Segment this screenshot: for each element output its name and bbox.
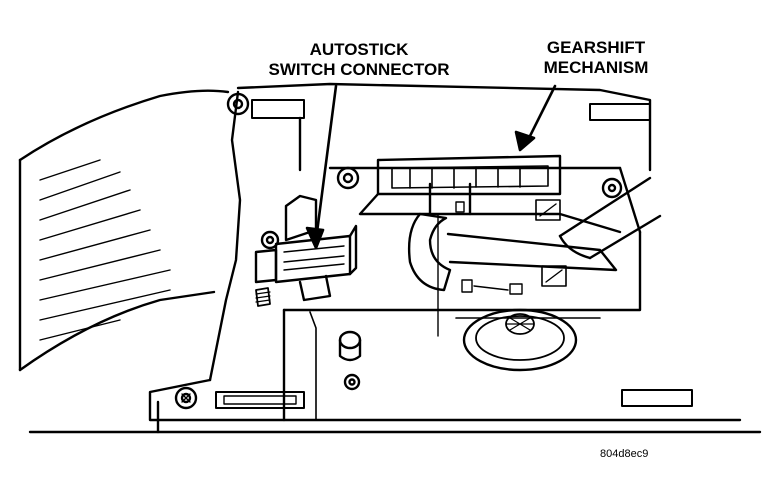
console-body — [28, 82, 762, 434]
console-lower-features — [174, 311, 693, 421]
autostick-connector — [254, 194, 358, 307]
autostick-label-line1: AUTOSTICK — [309, 40, 409, 59]
gearshift-label-line1: GEARSHIFT — [546, 38, 646, 57]
autostick-arrowhead — [305, 226, 325, 250]
autostick-leader-line — [314, 84, 338, 242]
console-top-features — [226, 92, 651, 199]
gearshift-label-line2: MECHANISM — [543, 58, 649, 77]
autostick-label-line2: SWITCH CONNECTOR — [268, 60, 450, 79]
figure-id: 804d8ec9 — [600, 448, 649, 460]
autostick-switch-connector-label: AUTOSTICK SWITCH CONNECTOR — [246, 40, 472, 80]
gearshift-leader-line — [526, 84, 557, 142]
gearshift-arrowhead — [514, 130, 536, 152]
leader-arrows — [305, 84, 557, 250]
left-carpet-trim — [18, 89, 230, 372]
gearshift-mechanism — [358, 154, 662, 337]
shifter-base — [455, 308, 601, 372]
gearshift-mechanism-label: GEARSHIFT MECHANISM — [516, 38, 676, 78]
